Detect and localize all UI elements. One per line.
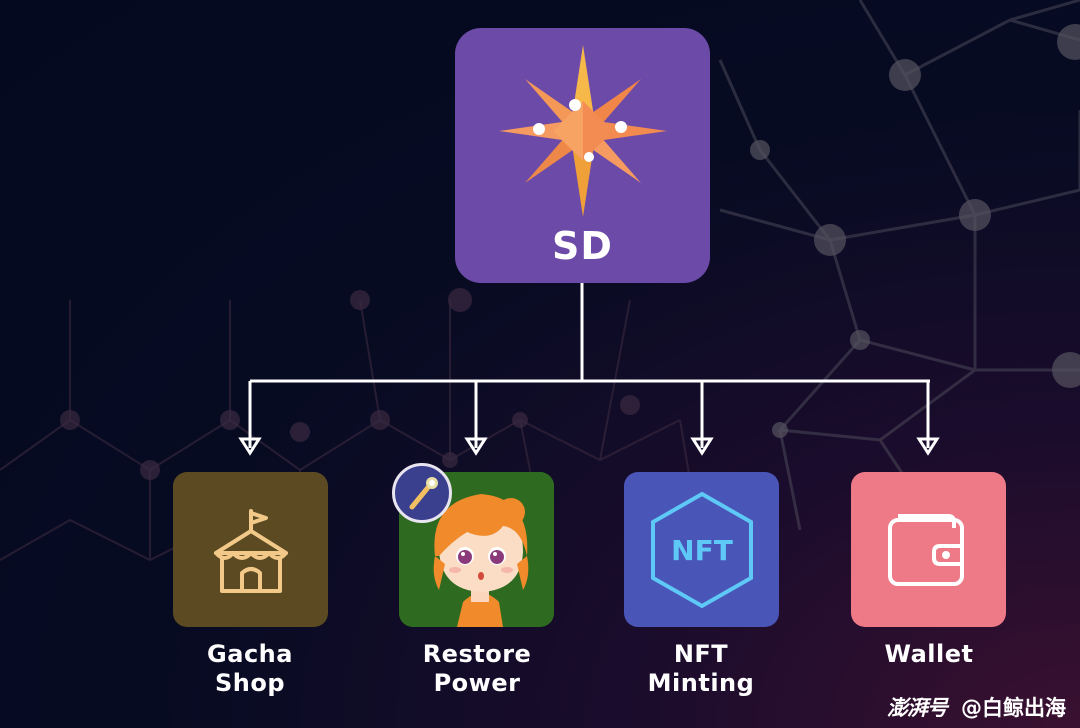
arrow-head — [690, 437, 714, 456]
arrow-head — [916, 437, 940, 456]
watermark: 澎湃号 @白鲸出海 — [887, 692, 1066, 722]
restore-power-caption: Restore Power — [422, 640, 532, 697]
sd-label: SD — [552, 224, 613, 268]
wallet-node — [851, 472, 1006, 627]
nft-icon-text: NFT — [671, 534, 733, 567]
watermark-handle: @白鲸出海 — [961, 696, 1066, 720]
nft-minting-node: NFT — [624, 472, 779, 627]
wallet-icon — [887, 513, 964, 586]
arrow-head — [238, 437, 262, 456]
wallet-caption: Wallet — [884, 640, 974, 668]
anime-girl-avatar-icon — [399, 472, 554, 627]
gacha-shop-node — [173, 472, 328, 627]
sd-root-node: SD — [455, 28, 710, 283]
watermark-brand: 澎湃号 — [887, 696, 948, 720]
restore-power-node — [399, 472, 554, 627]
nft-minting-caption: NFT Minting — [647, 640, 755, 697]
eight-point-star-icon — [498, 45, 667, 217]
magic-wand-icon — [409, 477, 438, 510]
gacha-shop-caption: Gacha Shop — [207, 640, 293, 697]
nft-hexagon-icon: NFT — [650, 491, 753, 608]
arrow-head — [464, 437, 488, 456]
magic-wand-badge — [392, 463, 452, 523]
circus-tent-icon — [213, 508, 288, 593]
